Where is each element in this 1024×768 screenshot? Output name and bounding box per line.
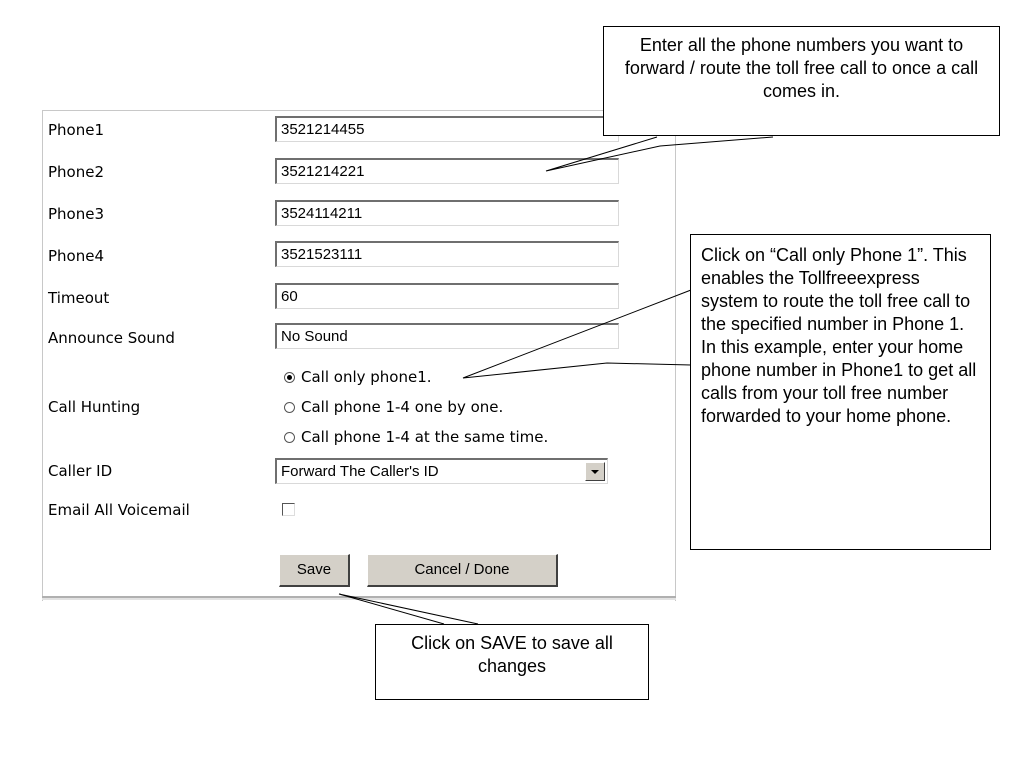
email-all-voicemail-label: Email All Voicemail (48, 501, 190, 519)
phone3-label: Phone3 (48, 205, 105, 223)
panel-bottom-border (42, 596, 676, 600)
caller-id-value: Forward The Caller's ID (281, 463, 439, 480)
email-all-voicemail-checkbox[interactable] (282, 503, 295, 516)
callout-save: Click on SAVE to save all changes (375, 624, 649, 700)
timeout-input[interactable]: 60 (275, 283, 619, 309)
phone4-input[interactable]: 3521523111 (275, 241, 619, 267)
phone2-input[interactable]: 3521214221 (275, 158, 619, 184)
radio-label: Call phone 1-4 one by one. (301, 398, 504, 416)
chevron-down-icon[interactable] (585, 462, 605, 481)
radio-selected-icon[interactable] (284, 372, 295, 383)
settings-panel (42, 110, 676, 601)
phone3-input[interactable]: 3524114211 (275, 200, 619, 226)
callout-phones: Enter all the phone numbers you want to … (603, 26, 1000, 136)
announce-sound-input[interactable]: No Sound (275, 323, 619, 349)
radio-label: Call phone 1-4 at the same time. (301, 428, 549, 446)
cancel-done-button[interactable]: Cancel / Done (367, 554, 558, 587)
radio-unselected-icon[interactable] (284, 402, 295, 413)
caller-id-select[interactable]: Forward The Caller's ID (275, 458, 608, 484)
radio-label: Call only phone1. (301, 368, 432, 386)
phone2-label: Phone2 (48, 163, 105, 181)
announce-sound-label: Announce Sound (48, 329, 175, 347)
timeout-label: Timeout (48, 289, 110, 307)
callout-call-only-phone1: Click on “Call only Phone 1”. This enabl… (690, 234, 991, 550)
phone1-label: Phone1 (48, 121, 105, 139)
radio-call-one-by-one[interactable]: Call phone 1-4 one by one. (284, 397, 503, 417)
phone1-input[interactable]: 3521214455 (275, 116, 619, 142)
radio-unselected-icon[interactable] (284, 432, 295, 443)
save-button[interactable]: Save (279, 554, 350, 587)
call-hunting-label: Call Hunting (48, 398, 141, 416)
radio-call-same-time[interactable]: Call phone 1-4 at the same time. (284, 427, 548, 447)
caller-id-label: Caller ID (48, 462, 113, 480)
phone4-label: Phone4 (48, 247, 105, 265)
radio-call-only-phone1[interactable]: Call only phone1. (284, 367, 432, 387)
